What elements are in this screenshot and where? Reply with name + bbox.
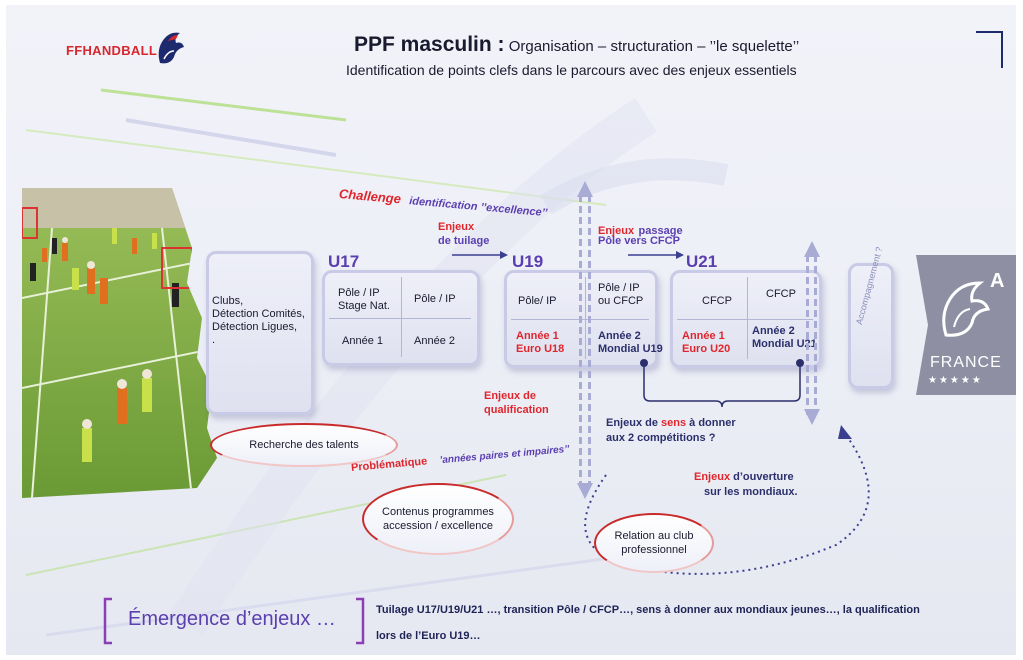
enjeux-sens-red: sens <box>661 417 687 429</box>
u19-col2-bottom: Année 2 Mondial U19 <box>598 330 663 356</box>
u21-c2b-line2: Mondial U21 <box>752 338 817 350</box>
dotted-curve-arrow <box>584 425 870 575</box>
u21-c1b-line1: Année 1 <box>682 330 725 342</box>
u17-col2-bottom: Année 2 <box>414 335 455 347</box>
oval-contenus: Contenus programmes accession / excellen… <box>362 483 514 555</box>
u17-col1-bottom: Année 1 <box>342 335 383 347</box>
rooster-badge-icon <box>942 281 991 337</box>
enjeux-ouverture-line2: sur les mondiaux. <box>704 486 798 498</box>
france-badge-stars: ★★★★★ <box>928 375 983 386</box>
enjeux-sens-pre: Enjeux de <box>606 417 662 429</box>
u17-col2-top: Pôle / IP <box>414 293 456 305</box>
u21-col2-bottom: Année 2 Mondial U21 <box>752 325 817 351</box>
vertical-arrow-u19 <box>577 181 593 499</box>
enjeux-qualification-2: qualification <box>484 404 549 416</box>
left-line-3: Détection Ligues, <box>212 321 297 333</box>
enjeux-tuilage-purple: de tuilage <box>438 235 490 247</box>
arrow-right-icon <box>452 251 508 259</box>
footer-bracket-left <box>103 597 112 645</box>
clubs-detection-text: Clubs, Détection Comités, Détection Ligu… <box>212 295 305 347</box>
dashed-line-4 <box>814 255 817 415</box>
vertical-arrow-u21 <box>804 241 820 425</box>
u19-col1-bottom: Année 1 Euro U18 <box>516 330 564 356</box>
oval-relation-club: Relation au club professionnel <box>594 513 714 573</box>
title-bold: PPF masculin : <box>354 33 505 56</box>
u19-c2b-line2: Mondial U19 <box>598 343 663 355</box>
enjeux-sens-post: à donner <box>686 417 736 429</box>
dashed-line-1 <box>579 195 582 490</box>
u19-c2-line1: Pôle / IP <box>598 282 640 294</box>
page-title: PPF masculin : Organisation – structurat… <box>354 33 799 57</box>
enjeux-passage: Enjeux passage <box>598 221 683 239</box>
page-subtitle: Identification de points clefs dans le p… <box>346 62 797 78</box>
footer-label: Émergence d’enjeux … <box>128 608 336 630</box>
u19-label: U19 <box>512 252 544 271</box>
accompagnement-box <box>848 263 894 389</box>
u17-c1-line1: Pôle / IP <box>338 287 380 299</box>
mondial-bracket <box>640 359 804 408</box>
clubs-detection-box <box>206 251 314 415</box>
oval-recherche-talents: Recherche des talents <box>210 423 398 467</box>
enjeux-passage-purple1: passage <box>638 225 683 237</box>
footer-bracket-right <box>356 597 365 645</box>
left-line-1: Clubs, <box>212 295 244 307</box>
corner-bracket <box>976 31 1003 68</box>
enjeux-ouverture-line1: Enjeux d’ouverture <box>694 471 794 484</box>
u21-col2-top: CFCP <box>766 288 796 300</box>
u21-label: U21 <box>686 252 718 271</box>
u21-col1-top: CFCP <box>702 295 732 307</box>
france-badge-letter: A <box>990 270 1005 292</box>
players-photo <box>22 188 217 498</box>
u19-col1-top: Pôle/ IP <box>518 295 557 307</box>
u19-col2-top: Pôle / IP ou CFCP <box>598 282 643 308</box>
u17-col1-top: Pôle / IP Stage Nat. <box>338 287 390 313</box>
u19-c1b-line1: Année 1 <box>516 330 559 342</box>
ffhandball-logo-text: FFHANDBALL <box>66 43 158 58</box>
challenge-word: Challenge <box>338 186 402 207</box>
contenus-line1: Contenus programmes <box>382 506 494 518</box>
arrow-right-icon-2 <box>628 251 684 259</box>
slide: FFHANDBALL PPF masculin : Organisation –… <box>6 5 1016 655</box>
left-line-4: . <box>212 334 216 346</box>
u17-label: U17 <box>328 252 360 271</box>
enjeux-passage-red: Enjeux <box>598 225 635 237</box>
u21-col1-bottom: Année 1 Euro U20 <box>682 330 730 356</box>
enjeux-sens-line1: Enjeux de sens à donner <box>606 417 736 430</box>
enjeux-tuilage-red: Enjeux <box>438 221 475 233</box>
u19-c2b-line1: Année 2 <box>598 330 641 342</box>
u21-c1b-line2: Euro U20 <box>682 343 731 355</box>
u19-c1b-line2: Euro U18 <box>516 343 565 355</box>
enjeux-sens-line2: aux 2 compétitions ? <box>606 432 716 444</box>
footer-line2: lors de l’Euro U19… <box>376 630 481 642</box>
contenus-line2: accession / excellence <box>382 520 494 532</box>
left-line-2: Détection Comités, <box>212 308 305 320</box>
u21-c2b-line1: Année 2 <box>752 325 795 337</box>
dashed-line-2 <box>588 195 591 485</box>
rooster-logo-icon <box>158 32 184 64</box>
enjeux-qualification-1: Enjeux de <box>484 390 536 402</box>
u17-box <box>322 270 480 366</box>
title-rest: Organisation – structuration – ’’le sque… <box>504 38 800 55</box>
relation-line1: Relation au club <box>614 530 694 542</box>
u19-c2-line2: ou CFCP <box>598 295 644 307</box>
footer-line1: Tuilage U17/U19/U21 …, transition Pôle /… <box>376 604 920 616</box>
france-badge <box>916 255 1016 395</box>
enjeux-ouverture-red: Enjeux <box>694 471 731 483</box>
u17-c1-line2: Stage Nat. <box>338 300 390 312</box>
enjeux-ouverture-rest: d’ouverture <box>730 471 794 483</box>
dashed-line-3 <box>806 255 809 415</box>
france-badge-name: FRANCE <box>930 354 1002 371</box>
enjeux-passage-purple2: Pôle vers CFCP <box>598 235 680 247</box>
u21-box <box>670 270 822 368</box>
relation-line2: professionnel <box>621 544 687 556</box>
